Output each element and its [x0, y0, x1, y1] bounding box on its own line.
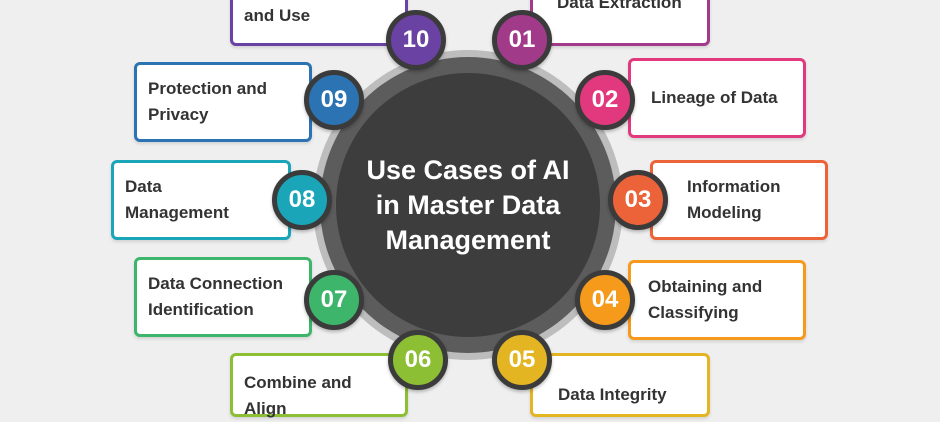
center-circle: Use Cases of AI in Master Data Managemen…: [336, 73, 600, 337]
item-badge-03: 03: [608, 170, 668, 230]
item-card-01: Data Extraction: [530, 0, 710, 46]
item-label-04: Obtaining and Classifying: [648, 277, 763, 322]
item-label-09: Protection and Privacy: [148, 79, 268, 124]
item-badge-04: 04: [575, 270, 635, 330]
item-card-05: Data Integrity: [530, 353, 710, 417]
item-number-08: 08: [288, 186, 316, 213]
item-label-06: Combine and Align: [244, 373, 352, 418]
item-card-06: Combine and Align: [230, 353, 408, 418]
item-number-01: 01: [508, 26, 536, 53]
item-badge-06: 06: [388, 330, 448, 390]
item-number-10: 10: [402, 26, 430, 53]
diagram-title: Use Cases of AI in Master Data Managemen…: [366, 154, 570, 255]
item-label-05: Data Integrity: [558, 385, 667, 404]
item-card-02: Lineage of Data: [628, 58, 806, 138]
item-label-03: Information Modeling: [687, 177, 781, 222]
item-badge-01: 01: [492, 10, 552, 70]
item-badge-09: 09: [304, 70, 364, 130]
item-label-07: Data Connection Identification: [148, 274, 284, 319]
item-number-05: 05: [508, 346, 536, 373]
item-number-03: 03: [624, 186, 652, 213]
item-badge-07: 07: [304, 270, 364, 330]
item-badge-05: 05: [492, 330, 552, 390]
item-number-06: 06: [404, 346, 432, 373]
item-number-07: 07: [320, 286, 348, 313]
item-badge-10: 10: [386, 10, 446, 70]
item-label-02: Lineage of Data: [651, 88, 778, 107]
item-badge-08: 08: [272, 170, 332, 230]
item-card-10: Data Sharing and Use: [230, 0, 408, 46]
item-number-09: 09: [320, 86, 348, 113]
item-card-09: Protection and Privacy: [134, 62, 312, 142]
item-number-04: 04: [591, 286, 619, 313]
item-label-08: Data Management: [125, 177, 229, 222]
item-label-01: Data Extraction: [557, 0, 682, 12]
item-card-07: Data Connection Identification: [134, 257, 312, 337]
item-card-03: Information Modeling: [650, 160, 828, 240]
item-card-04: Obtaining and Classifying: [628, 260, 806, 340]
item-label-10: Data Sharing and Use: [244, 6, 311, 25]
item-number-02: 02: [591, 86, 619, 113]
item-badge-02: 02: [575, 70, 635, 130]
item-card-08: Data Management: [111, 160, 291, 240]
